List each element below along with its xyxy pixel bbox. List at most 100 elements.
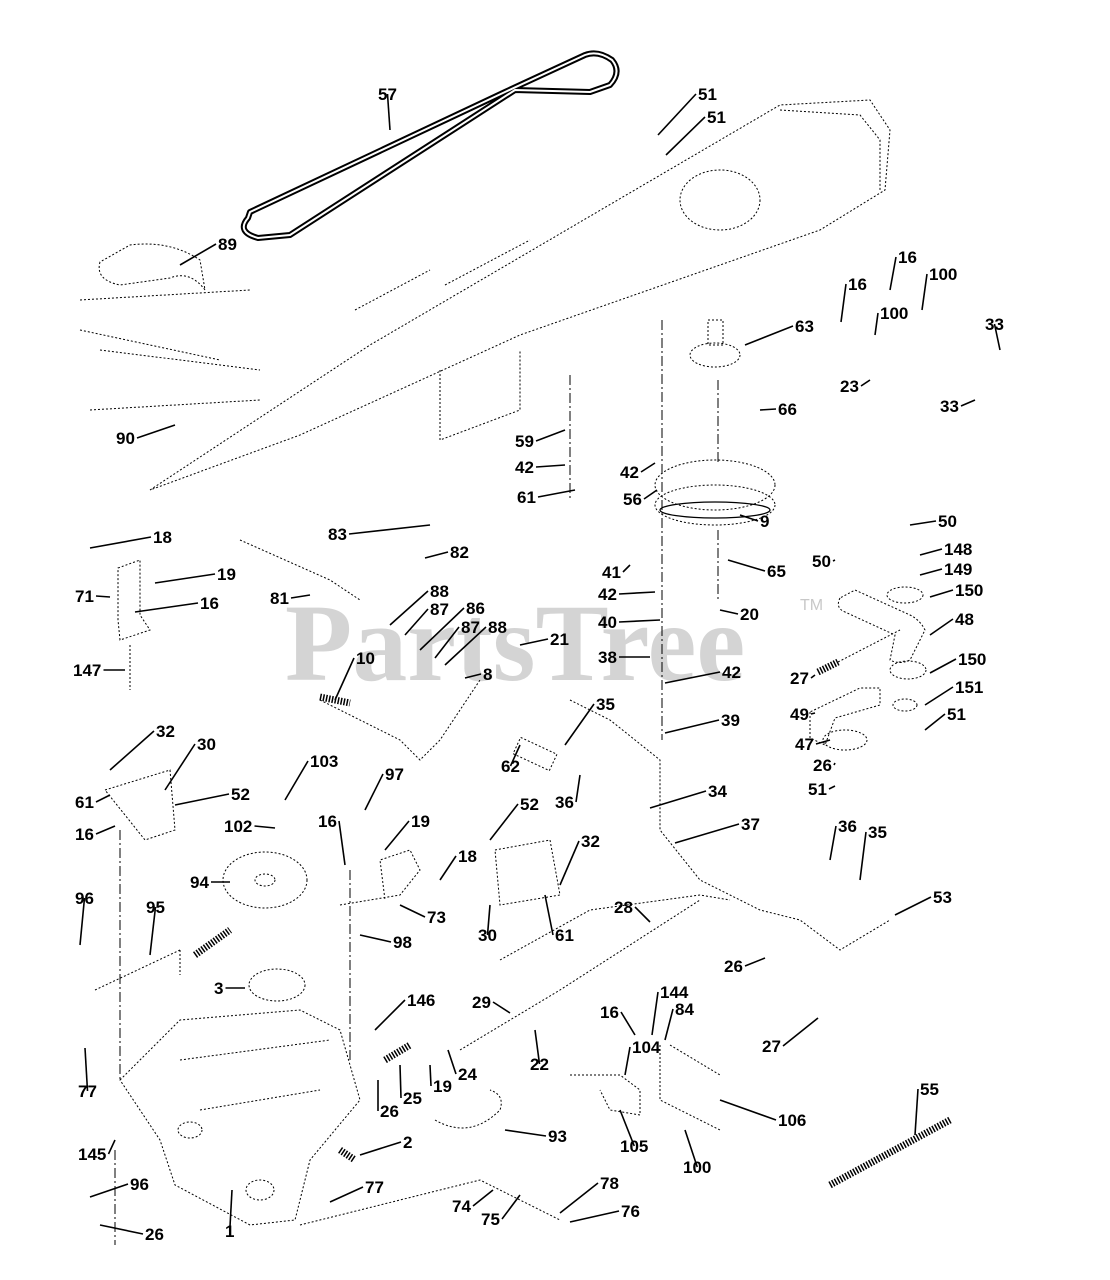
part-number-label[interactable]: 52 (231, 785, 250, 804)
part-number-label[interactable]: 102 (224, 817, 252, 836)
part-number-label[interactable]: 51 (707, 108, 726, 127)
callout-32[interactable]: 32 (109, 722, 175, 771)
callout-26[interactable]: 26 (724, 957, 766, 976)
callout-149[interactable]: 149 (919, 560, 972, 579)
part-number-label[interactable]: 18 (153, 528, 172, 547)
part-number-label[interactable]: 27 (790, 669, 809, 688)
part-number-label[interactable]: 47 (795, 735, 814, 754)
part-number-label[interactable]: 95 (146, 898, 165, 917)
part-number-label[interactable]: 148 (944, 540, 972, 559)
part-number-label[interactable]: 16 (600, 1003, 619, 1022)
callout-50[interactable]: 50 (909, 512, 957, 531)
callout-65[interactable]: 65 (727, 559, 786, 581)
part-number-label[interactable]: 26 (813, 756, 832, 775)
callout-63[interactable]: 63 (744, 317, 814, 346)
part-number-label[interactable]: 34 (708, 782, 727, 801)
callout-145[interactable]: 145 (78, 1139, 116, 1164)
part-number-label[interactable]: 65 (767, 562, 786, 581)
callout-97[interactable]: 97 (364, 765, 404, 811)
part-number-label[interactable]: 3 (214, 979, 223, 998)
callout-49[interactable]: 49 (790, 705, 816, 724)
part-number-label[interactable]: 55 (920, 1080, 939, 1099)
callout-57[interactable]: 57 (378, 85, 397, 131)
part-number-label[interactable]: 151 (955, 678, 983, 697)
callout-29[interactable]: 29 (472, 993, 511, 1014)
part-number-label[interactable]: 144 (660, 983, 689, 1002)
callout-151[interactable]: 151 (924, 678, 983, 706)
callout-52[interactable]: 52 (489, 795, 539, 841)
part-number-label[interactable]: 51 (808, 780, 827, 799)
part-number-label[interactable]: 96 (75, 889, 94, 908)
part-number-label[interactable]: 63 (795, 317, 814, 336)
part-number-label[interactable]: 52 (520, 795, 539, 814)
part-number-label[interactable]: 10 (356, 649, 375, 668)
part-number-label[interactable]: 19 (411, 812, 430, 831)
callout-144[interactable]: 144 (651, 983, 689, 1036)
callout-16[interactable]: 16 (75, 825, 116, 844)
part-number-label[interactable]: 30 (478, 926, 497, 945)
part-number-label[interactable]: 22 (530, 1055, 549, 1074)
part-number-label[interactable]: 49 (790, 705, 809, 724)
part-number-label[interactable]: 75 (481, 1210, 500, 1229)
callout-94[interactable]: 94 (190, 873, 230, 892)
callout-30[interactable]: 30 (164, 735, 216, 791)
callout-102[interactable]: 102 (224, 817, 276, 836)
callout-36[interactable]: 36 (829, 817, 857, 861)
callout-75[interactable]: 75 (481, 1194, 521, 1229)
part-number-label[interactable]: 86 (466, 599, 485, 618)
callout-103[interactable]: 103 (284, 752, 338, 801)
callout-76[interactable]: 76 (569, 1202, 640, 1223)
callout-50[interactable]: 50 (812, 552, 836, 571)
callout-8[interactable]: 8 (464, 665, 492, 684)
callout-32[interactable]: 32 (559, 832, 600, 886)
callout-148[interactable]: 148 (919, 540, 972, 559)
part-number-label[interactable]: 71 (75, 587, 94, 606)
callout-106[interactable]: 106 (719, 1099, 806, 1130)
part-number-label[interactable]: 57 (378, 85, 397, 104)
part-number-label[interactable]: 35 (596, 695, 615, 714)
callout-23[interactable]: 23 (840, 377, 871, 396)
callout-9[interactable]: 9 (739, 512, 769, 531)
callout-82[interactable]: 82 (424, 543, 469, 562)
callout-96[interactable]: 96 (89, 1175, 149, 1198)
part-number-label[interactable]: 56 (623, 490, 642, 509)
part-number-label[interactable]: 83 (328, 525, 347, 544)
callout-36[interactable]: 36 (555, 774, 581, 812)
part-number-label[interactable]: 42 (598, 585, 617, 604)
part-number-label[interactable]: 149 (944, 560, 972, 579)
callout-89[interactable]: 89 (179, 235, 237, 266)
part-number-label[interactable]: 19 (433, 1077, 452, 1096)
callout-41[interactable]: 41 (602, 563, 631, 582)
part-number-label[interactable]: 88 (430, 582, 449, 601)
part-number-label[interactable]: 100 (683, 1158, 711, 1177)
callout-34[interactable]: 34 (649, 782, 727, 809)
callout-98[interactable]: 98 (359, 933, 412, 952)
callout-16[interactable]: 16 (840, 275, 867, 323)
part-number-label[interactable]: 20 (740, 605, 759, 624)
part-number-label[interactable]: 27 (762, 1037, 781, 1056)
part-number-label[interactable]: 51 (947, 705, 966, 724)
callout-30[interactable]: 30 (478, 904, 497, 945)
callout-16[interactable]: 16 (889, 248, 917, 291)
callout-150[interactable]: 150 (929, 581, 983, 600)
part-number-label[interactable]: 41 (602, 563, 621, 582)
part-number-label[interactable]: 61 (517, 488, 536, 507)
part-number-label[interactable]: 66 (778, 400, 797, 419)
callout-21[interactable]: 21 (519, 630, 569, 649)
part-number-label[interactable]: 87 (461, 618, 480, 637)
part-number-label[interactable]: 16 (200, 594, 219, 613)
callout-2[interactable]: 2 (359, 1133, 412, 1156)
callout-74[interactable]: 74 (452, 1189, 494, 1216)
part-number-label[interactable]: 9 (760, 512, 769, 531)
callout-86[interactable]: 86 (419, 599, 485, 651)
callout-100[interactable]: 100 (874, 304, 908, 336)
part-number-label[interactable]: 103 (310, 752, 338, 771)
callout-84[interactable]: 84 (664, 1000, 694, 1041)
part-number-label[interactable]: 150 (958, 650, 986, 669)
callout-42[interactable]: 42 (664, 663, 741, 684)
callout-88[interactable]: 88 (389, 582, 449, 626)
part-number-label[interactable]: 61 (555, 926, 574, 945)
callout-87[interactable]: 87 (434, 618, 480, 659)
callout-104[interactable]: 104 (624, 1038, 661, 1076)
callout-18[interactable]: 18 (89, 528, 172, 549)
